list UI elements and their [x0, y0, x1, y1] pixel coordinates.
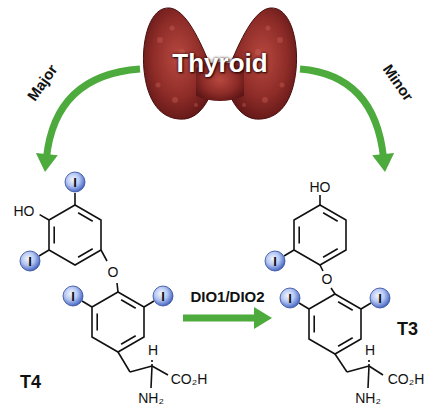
thyroid-gland-part-part	[194, 103, 198, 107]
atom-label: H	[148, 343, 158, 357]
iodine-spheres-part	[20, 251, 40, 271]
t3-structure-part	[335, 354, 347, 372]
iodine-spheres-part	[63, 286, 83, 306]
t4-structure-part	[40, 215, 49, 220]
iodine-label: I	[273, 255, 277, 268]
group-label: NH₂	[355, 391, 381, 405]
arrow-line	[46, 69, 140, 158]
t3-structure	[284, 195, 383, 388]
t3-structure-part	[309, 294, 361, 354]
arrow-line	[183, 315, 258, 322]
thyroid-gland-part-part	[172, 97, 178, 103]
iodine-spheres-part	[153, 286, 173, 306]
compound-name: T4	[20, 373, 41, 393]
thyroid-gland-part	[156, 26, 285, 108]
compound-name: T3	[397, 320, 418, 340]
flow-arrow	[300, 69, 394, 172]
thyroid-gland-part-part	[262, 97, 268, 103]
iodine-label: I	[378, 292, 382, 305]
edge-label: DIO1/DIO2	[190, 289, 264, 304]
iodine-spheres-part	[370, 288, 390, 308]
t3-structure-part	[319, 195, 321, 205]
thyroid-gland-part-part	[157, 37, 163, 43]
t4-structure-part	[74, 193, 76, 205]
iodine-spheres-part	[280, 288, 300, 308]
t3-structure-part	[368, 366, 369, 388]
iodine-spheres-part	[65, 172, 85, 192]
t3-structure-part	[368, 358, 370, 366]
iodine-label: I	[288, 292, 292, 305]
edge-label: Major	[24, 61, 59, 102]
organ-name: Thyroid	[172, 49, 267, 78]
t4-structure-part	[151, 358, 153, 366]
atom-label: HO	[14, 204, 35, 218]
atom-label: O	[108, 265, 119, 279]
thyroid-gland-node: Thyroid	[140, 4, 300, 122]
iodine-spheres	[20, 172, 390, 308]
t3-structure-part	[284, 250, 294, 256]
t3-structure-part	[331, 288, 335, 294]
arrow-head	[36, 153, 58, 172]
atom-label: H	[365, 343, 375, 357]
t3-structure-part	[299, 303, 309, 309]
thyroid-gland-part-part	[266, 26, 271, 31]
thyroid-gland-part-part	[156, 83, 161, 88]
arrow-head	[372, 153, 394, 172]
t4-structure-part	[92, 292, 144, 352]
group-label: NH₂	[138, 391, 164, 405]
thyroid-gland-part-part	[277, 37, 283, 43]
iodine-spheres-part	[265, 251, 285, 271]
edge-label: Minor	[380, 61, 416, 103]
t4-structure-part	[39, 250, 49, 256]
t4-structure-part	[117, 283, 118, 292]
t4-structure	[39, 193, 168, 388]
t3-structure-part	[369, 366, 383, 375]
thyroid-gland-part-part	[170, 26, 175, 31]
t4-structure-part	[144, 301, 154, 307]
t4-structure-part	[152, 366, 168, 375]
iodine-label: I	[73, 176, 77, 189]
atom-label: O	[322, 272, 333, 286]
iodine-label: I	[71, 290, 75, 303]
thyroid-gland	[143, 8, 296, 119]
iodine-label: I	[28, 255, 32, 268]
group-label: CO₂H	[171, 372, 208, 386]
t3-structure-part	[320, 265, 323, 271]
atom-label: HO	[310, 180, 331, 194]
t4-structure-part	[130, 366, 152, 372]
flow-arrow	[36, 69, 140, 172]
t4-structure-part	[151, 366, 152, 388]
flow-arrow	[183, 307, 272, 329]
t3-structure-part	[361, 303, 371, 309]
arrow-line	[300, 69, 384, 158]
thyroid-gland-part-part	[280, 83, 285, 88]
arrow-head	[254, 307, 272, 329]
iodine-label: I	[161, 290, 165, 303]
t3-structure-part	[347, 366, 369, 372]
thyroid-gland-part-part	[242, 103, 246, 107]
t4-structure-part	[118, 352, 130, 372]
group-label: CO₂H	[388, 372, 425, 386]
t4-structure-part	[82, 301, 92, 307]
t4-structure-part	[49, 205, 101, 265]
t4-structure-part	[101, 250, 107, 261]
t3-structure-part	[294, 205, 346, 265]
